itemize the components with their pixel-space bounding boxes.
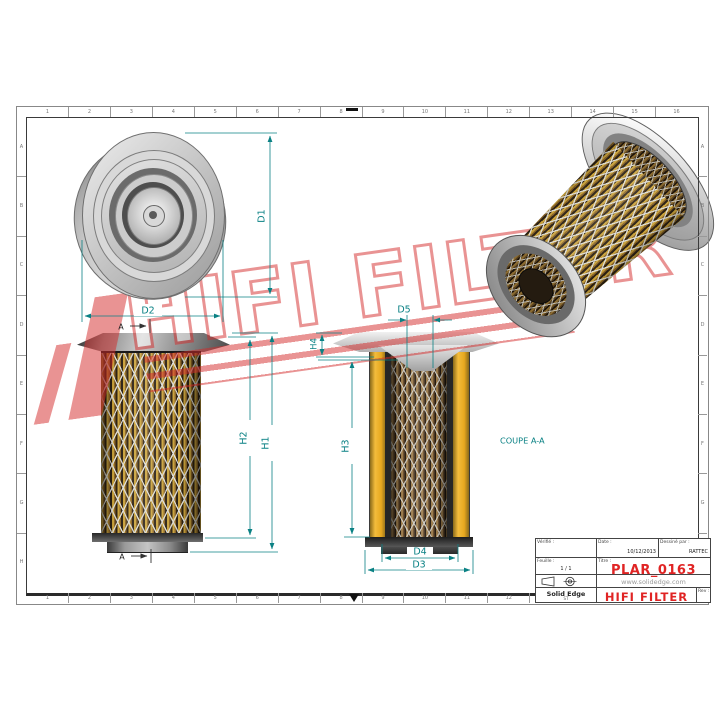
frame-label: 2	[67, 107, 110, 117]
frame-center-mark	[349, 594, 359, 602]
sheet-value: 1 / 1	[560, 566, 572, 572]
title-block-website-cell: www.solidedge.com	[596, 574, 710, 587]
frame-label: 11	[445, 593, 487, 603]
frame-label: 4	[151, 593, 194, 603]
frame-label: H	[17, 532, 26, 592]
frame-center-mark	[346, 108, 358, 111]
frame-label: A	[19, 143, 24, 150]
iso-filter	[448, 90, 720, 375]
drawn-by-value: RATTEC	[689, 549, 708, 555]
drawn-by-label: Dessiné par :	[660, 540, 690, 545]
frame-label: 4	[151, 107, 194, 117]
frame-label: 10	[403, 107, 445, 117]
section-letter-a: A	[119, 553, 125, 562]
cad-sub: ST	[563, 596, 569, 601]
frame-label: 12	[487, 593, 529, 603]
frame-label: F	[698, 413, 707, 473]
frame-label: C	[17, 235, 26, 295]
frame-label: 16	[655, 107, 697, 117]
frame-label: 11	[445, 107, 487, 117]
title-block-title-cell: Titre : PLAR_0163	[596, 557, 710, 578]
frame-label: 10	[403, 593, 445, 603]
frame-label: 14	[571, 107, 613, 117]
frame-label: 3	[109, 593, 152, 603]
frame-label: 12	[487, 107, 529, 117]
frame-label: B	[17, 176, 26, 235]
section-inner-mesh	[391, 353, 447, 539]
front-view-bottom-cap	[92, 533, 203, 542]
frame-label: 8	[319, 107, 362, 117]
top-view	[56, 123, 244, 317]
top-view-center-hole	[149, 211, 157, 219]
frame-label: 15	[613, 107, 655, 117]
frame-label: D	[698, 295, 707, 354]
frame-label: E	[698, 354, 707, 414]
section-gap-left	[385, 350, 391, 537]
frame-label: 6	[235, 107, 278, 117]
frame-label: G	[698, 473, 707, 532]
frame-label: 6	[235, 593, 278, 603]
frame-label: 13	[529, 107, 571, 117]
title-block-brand-cell: HIFI FILTER	[596, 587, 696, 604]
title-block-sheet-cell: Feuille : 1 / 1	[536, 557, 596, 574]
frame-label: F	[17, 413, 26, 473]
iso-view	[465, 90, 720, 358]
section-bottom-lip	[381, 547, 458, 554]
verified-label: Vérifié :	[537, 540, 555, 545]
title-block-date-cell: Date : 10/12/2013	[596, 539, 658, 557]
title-block: Vérifié : Date : 10/12/2013 Dessiné par …	[535, 538, 711, 604]
title-block-verified-cell: Vérifié :	[536, 539, 596, 557]
frame-label: C	[698, 235, 707, 295]
title-block-drawn-cell: Dessiné par : RATTEC	[658, 539, 710, 557]
rev-label: Rev :	[698, 589, 710, 594]
frame-label: G	[17, 473, 26, 532]
website-text: www.solidedge.com	[621, 578, 686, 586]
frame-label: 1	[45, 594, 50, 601]
frame-label: 7	[277, 593, 320, 603]
frame-label: 9	[361, 107, 404, 117]
frame-label: 5	[193, 593, 236, 603]
dim-label-d1: D1	[257, 209, 268, 222]
date-label: Date :	[598, 540, 612, 545]
section-gap-right	[447, 350, 453, 537]
frame-label: 8	[319, 593, 362, 603]
section-bottom-cap	[365, 537, 473, 547]
frame-label: B	[698, 176, 707, 235]
frame-label: 2	[67, 593, 110, 603]
brand-name: HIFI FILTER	[604, 590, 689, 604]
title-block-projection-cell	[536, 574, 596, 587]
frame-label: E	[17, 354, 26, 414]
frame-label: 9	[361, 593, 404, 603]
frame-label: D	[17, 295, 26, 354]
dim-label-d3: D3	[412, 560, 425, 571]
frame-label: 3	[109, 107, 152, 117]
projection-symbol-icon	[541, 576, 577, 587]
frame-label: 5	[193, 107, 236, 117]
sheet-label: Feuille :	[537, 559, 555, 564]
frame-label: 1	[45, 108, 50, 115]
front-view-bottom-lip	[107, 542, 188, 553]
date-value: 10/12/2013	[627, 549, 656, 555]
title-label: Titre :	[598, 559, 612, 564]
title-block-cad-cell: Solid Edge ST	[536, 587, 596, 602]
frame-label: 7	[277, 107, 320, 117]
title-block-rev-cell: Rev :	[696, 587, 710, 602]
frame-label: A	[700, 143, 705, 150]
